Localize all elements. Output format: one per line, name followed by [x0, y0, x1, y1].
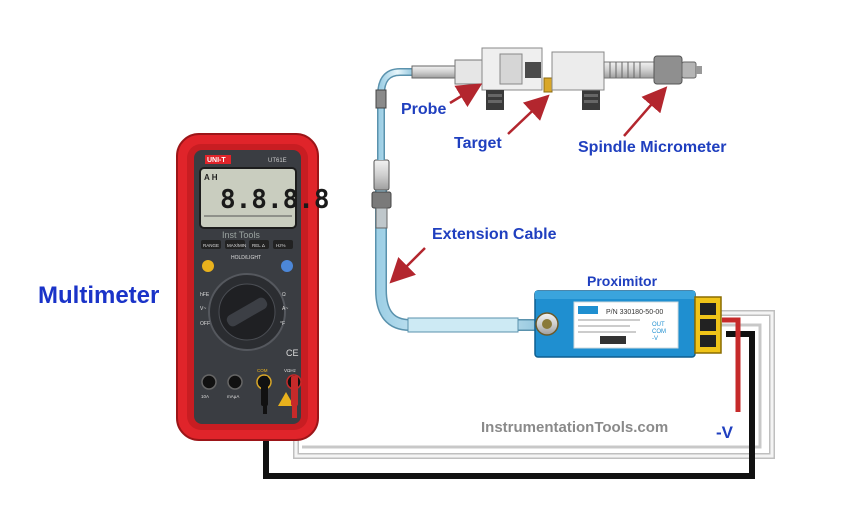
extension-cable-label: Extension Cable	[432, 226, 557, 243]
svg-text:hFE: hFE	[200, 292, 210, 298]
port-label-v: VΩHz	[284, 368, 297, 373]
svg-text:°F: °F	[280, 321, 285, 327]
extension-cable-arrow	[389, 247, 426, 284]
port-label-com: COM	[257, 368, 268, 373]
multimeter-label: Multimeter	[38, 282, 160, 309]
svg-text:V~: V~	[200, 306, 206, 312]
hz-button[interactable]	[273, 240, 293, 249]
port-label-ma: mAμA	[227, 394, 239, 399]
max-min-label: MAX/MIN	[227, 243, 246, 248]
svg-text:CE: CE	[286, 348, 299, 358]
svg-text:A~: A~	[282, 306, 288, 312]
probe-label: Probe	[401, 101, 447, 118]
jack-10a[interactable]	[201, 374, 217, 390]
terminal-label-out: OUT	[652, 322, 665, 328]
brand-badge: UNI-T	[207, 157, 226, 164]
extension-cable	[371, 159, 545, 333]
rel-label: REL Δ	[252, 243, 265, 248]
svg-text:Ω: Ω	[282, 292, 286, 298]
test-leads	[261, 376, 298, 418]
hold-button[interactable]	[281, 260, 293, 272]
com-wire-black	[263, 331, 755, 479]
probe-arrow	[449, 83, 483, 108]
model-label: UT61E	[268, 158, 287, 164]
proximitor-label: Proximitor	[587, 273, 658, 289]
terminal-label-com: COM	[652, 329, 666, 335]
function-buttons: RANGE MAX/MIN REL Δ Hz%	[201, 240, 293, 249]
range-button[interactable]	[201, 240, 221, 249]
lcd-screen	[199, 167, 297, 229]
proximitor-part-number: P/N 330180-50-00	[606, 309, 663, 316]
probe-fixture	[411, 47, 702, 110]
minus-v-label: -V	[716, 423, 733, 442]
select-button[interactable]	[202, 260, 214, 272]
lcd-reading: 8.8.8.8	[220, 185, 330, 215]
terminal-label-v: -V	[652, 336, 658, 342]
spindle-micrometer-label: Spindle Micrometer	[578, 139, 727, 156]
svg-text:OFF: OFF	[200, 321, 210, 327]
hold-light-label: HOLD/LIGHT	[231, 255, 261, 261]
target-arrow	[507, 94, 550, 135]
multimeter-device: UNI-T UT61E A H 8.8.8.8 Inst Tools RANGE…	[176, 133, 330, 441]
svg-text:A H: A H	[204, 173, 218, 182]
lcd-watermark: Inst Tools	[222, 230, 260, 240]
site-watermark: InstrumentationTools.com	[481, 419, 669, 436]
jack-ma[interactable]	[227, 374, 243, 390]
hz-label: Hz%	[276, 243, 286, 248]
rel-button[interactable]	[249, 240, 269, 249]
port-label-10a: 10A	[201, 394, 209, 399]
spindle-arrow	[623, 86, 668, 137]
target-label: Target	[454, 135, 502, 152]
probe-cable	[375, 68, 414, 160]
minus-v-wire-red	[722, 317, 741, 412]
range-label: RANGE	[203, 243, 219, 248]
max-min-button[interactable]	[225, 240, 245, 249]
proximitor-device: P/N 330180-50-00 OUT COM -V	[534, 290, 722, 358]
